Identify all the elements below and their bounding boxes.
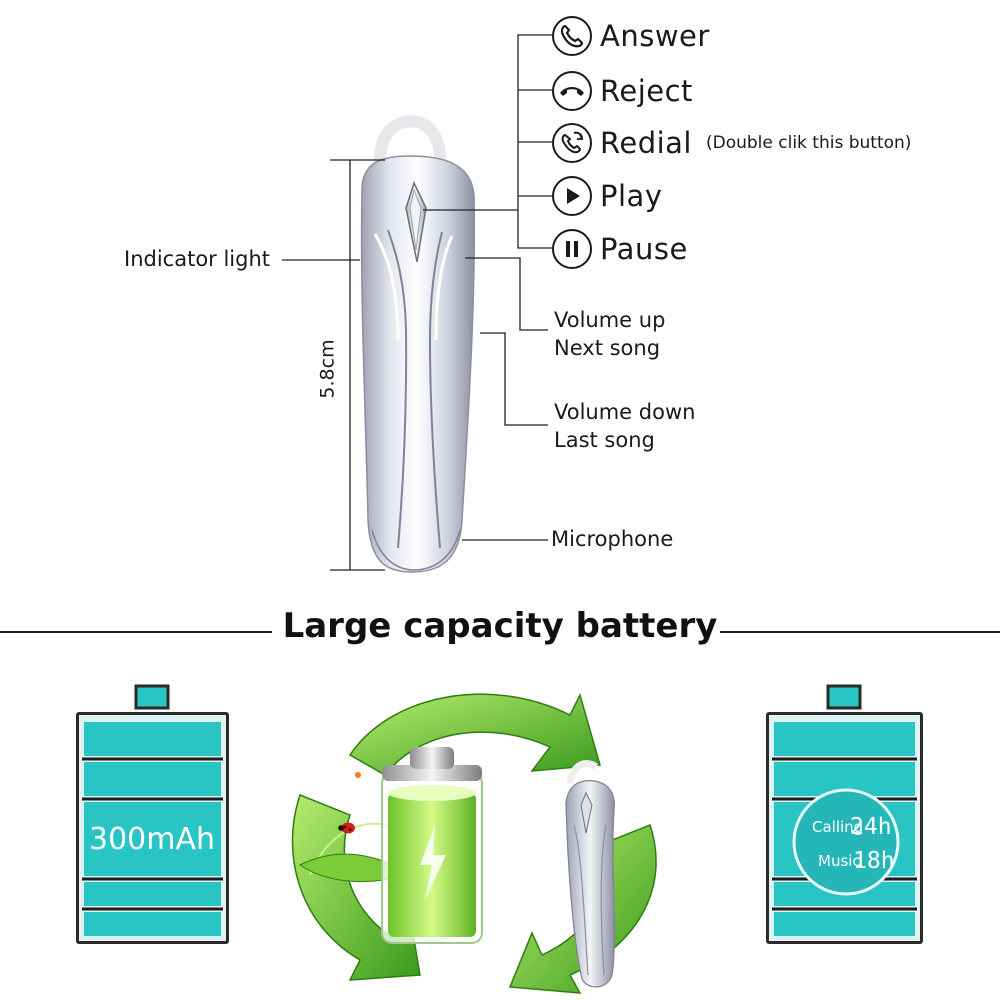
pause-icon [552,229,592,269]
play-icon [552,176,592,216]
volume-up-callout: Volume up Next song [554,306,665,362]
music-label: Music [818,852,861,870]
ear-hook [373,115,446,171]
volume-up-label: Volume up [554,308,666,332]
phone-hangup-icon [552,71,592,111]
function-bracket-line [423,34,552,211]
indicator-light-label: Indicator light [124,247,271,271]
func-play: Play [552,174,662,218]
dimension-label: 5.8cm [316,339,339,399]
battery-right: Calling 24h Music 18h [766,684,923,944]
battery-capacity-label: 300mAh [89,822,215,857]
section-title: Large capacity battery [282,606,718,646]
battery-left: 300mAh [76,684,229,944]
headset-body [360,155,476,573]
music-value: 18h [853,848,895,874]
calling-label: Calling [812,818,863,836]
redial-note: (Double clik this button) [705,133,912,153]
volume-up-line [465,257,548,331]
phone-answer-icon [552,16,592,56]
small-headset-image [565,760,615,988]
divider-right [720,631,1000,633]
dimension-line [330,159,385,571]
answer-label: Answer [600,19,710,53]
pause-label: Pause [600,232,688,266]
volume-down-label: Volume down [554,400,696,424]
volume-down-callout: Volume down Last song [554,398,695,454]
headset-diagram [282,34,552,573]
microphone-label: Microphone [551,527,674,551]
phone-redial-icon [552,123,592,163]
func-reject: Reject [552,69,693,113]
charge-bolt-icon [420,825,446,900]
eco-battery-illustration [291,692,657,994]
func-pause: Pause [552,227,688,271]
calling-value: 24h [850,814,892,840]
reject-label: Reject [600,74,693,108]
leaf-arrow-top [348,692,601,776]
ladybug-icon [338,822,355,834]
volume-down-line [480,332,548,426]
func-answer: Answer [552,14,710,58]
redial-label: Redial [600,126,692,160]
next-song-label: Next song [554,336,661,360]
last-song-label: Last song [554,428,655,452]
func-redial: Redial (Double clik this button) [552,121,911,165]
battery-stats-circle [792,788,900,896]
play-label: Play [600,179,663,213]
divider-left [0,631,272,633]
green-battery-cell [381,747,483,944]
